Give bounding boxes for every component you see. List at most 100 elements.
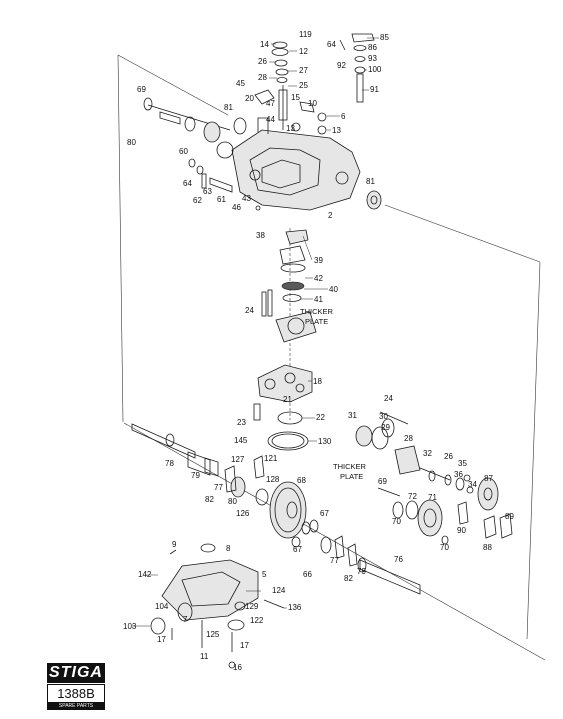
- charge-pump-stack: [261, 229, 317, 343]
- part-label-61: 61: [217, 195, 226, 204]
- note-plate-bottom: PLATE: [340, 472, 363, 481]
- right-seal: [366, 190, 382, 210]
- part-label-12: 12: [299, 47, 308, 56]
- part-label-26: 26: [258, 57, 267, 66]
- part-label-67a: 67: [320, 509, 329, 518]
- part-label-32: 32: [423, 449, 432, 458]
- part-label-8: 8: [226, 544, 231, 553]
- part-label-38: 38: [256, 231, 265, 240]
- part-label-81b: 81: [366, 177, 375, 186]
- part-label-87: 87: [484, 474, 493, 483]
- part-label-2: 2: [328, 211, 333, 220]
- part-label-72: 72: [408, 492, 417, 501]
- part-label-45: 45: [236, 79, 245, 88]
- logo-brand-text: STIGA: [47, 663, 105, 683]
- note-thicker-bottom: THICKER: [333, 462, 367, 471]
- part-label-93: 93: [368, 54, 377, 63]
- brand-logo: STIGA 1388B SPARE PARTS: [47, 663, 105, 711]
- part-label-46: 46: [232, 203, 241, 212]
- part-label-43: 43: [242, 194, 251, 203]
- part-label-90: 90: [457, 526, 466, 535]
- part-label-82b: 82: [344, 574, 353, 583]
- part-label-41: 41: [314, 295, 323, 304]
- part-label-128: 128: [266, 475, 280, 484]
- part-label-104: 104: [155, 602, 169, 611]
- part-label-68: 68: [297, 476, 306, 485]
- part-label-5: 5: [262, 570, 267, 579]
- note-plate-top: PLATE: [305, 317, 328, 326]
- part-label-17b: 17: [240, 641, 249, 650]
- upper-housing: [216, 117, 361, 211]
- part-label-91: 91: [370, 85, 379, 94]
- part-label-11: 11: [200, 652, 209, 661]
- left-axle: [131, 423, 219, 477]
- motor-assembly: [355, 411, 513, 545]
- logo-subtitle: SPARE PARTS: [47, 702, 105, 710]
- part-label-39: 39: [314, 256, 323, 265]
- part-label-16: 16: [233, 663, 242, 672]
- part-label-85: 85: [380, 33, 389, 42]
- part-label-126: 126: [236, 509, 250, 518]
- part-label-64a: 64: [327, 40, 336, 49]
- part-label-79a: 79: [191, 471, 200, 480]
- part-label-62: 62: [193, 196, 202, 205]
- part-label-127: 127: [231, 455, 245, 464]
- part-label-30: 30: [379, 412, 388, 421]
- part-label-40: 40: [329, 285, 338, 294]
- part-label-47: 47: [266, 99, 275, 108]
- part-label-70a: 70: [392, 517, 401, 526]
- part-label-23: 23: [237, 418, 246, 427]
- part-label-14: 14: [260, 40, 269, 49]
- part-label-88: 88: [483, 543, 492, 552]
- note-thicker-top: THICKER: [300, 307, 334, 316]
- part-label-10: 10: [308, 99, 317, 108]
- part-label-34: 34: [468, 480, 477, 489]
- drawing-code: 1388B: [47, 684, 105, 703]
- part-label-82a: 82: [205, 495, 214, 504]
- part-label-28: 28: [258, 73, 267, 82]
- part-label-13a: 13: [286, 124, 295, 133]
- part-label-130: 130: [318, 437, 332, 446]
- part-label-25: 25: [299, 81, 308, 90]
- part-label-67b: 67: [293, 545, 302, 554]
- part-label-121: 121: [264, 454, 278, 463]
- bull-gear: [269, 481, 358, 567]
- part-label-64b: 64: [183, 179, 192, 188]
- part-label-66: 66: [303, 570, 312, 579]
- lower-housing: [150, 543, 285, 669]
- part-labels: 119 14 12 26 27 28 25 45 20 47 15 10 6 4…: [123, 30, 514, 672]
- part-label-28b: 28: [404, 434, 413, 443]
- ring-and-filter: [253, 403, 309, 451]
- part-label-36: 36: [454, 470, 463, 479]
- part-label-71: 71: [428, 493, 437, 502]
- part-label-129: 129: [245, 602, 259, 611]
- part-label-21: 21: [283, 395, 292, 404]
- part-label-70b: 70: [440, 543, 449, 552]
- part-label-80: 80: [127, 138, 136, 147]
- part-label-60: 60: [179, 147, 188, 156]
- part-label-77b: 77: [330, 556, 339, 565]
- part-label-122: 122: [250, 616, 264, 625]
- part-label-124: 124: [272, 586, 286, 595]
- part-label-7: 7: [183, 615, 188, 624]
- part-label-142: 142: [138, 570, 152, 579]
- part-label-125: 125: [206, 630, 220, 639]
- part-label-86: 86: [368, 43, 377, 52]
- part-label-42: 42: [314, 274, 323, 283]
- part-label-92: 92: [337, 61, 346, 70]
- part-label-6: 6: [341, 112, 346, 121]
- part-label-20: 20: [245, 94, 254, 103]
- part-label-69b: 69: [378, 477, 387, 486]
- part-label-100: 100: [368, 65, 382, 74]
- part-label-103: 103: [123, 622, 137, 631]
- part-label-27: 27: [299, 66, 308, 75]
- part-label-76: 76: [394, 555, 403, 564]
- part-label-15: 15: [291, 93, 300, 102]
- part-label-35: 35: [458, 459, 467, 468]
- part-label-18: 18: [313, 377, 322, 386]
- center-section: [257, 364, 313, 403]
- top-stack-parts: [254, 33, 375, 135]
- part-label-80b: 80: [228, 497, 237, 506]
- part-label-9: 9: [172, 540, 177, 549]
